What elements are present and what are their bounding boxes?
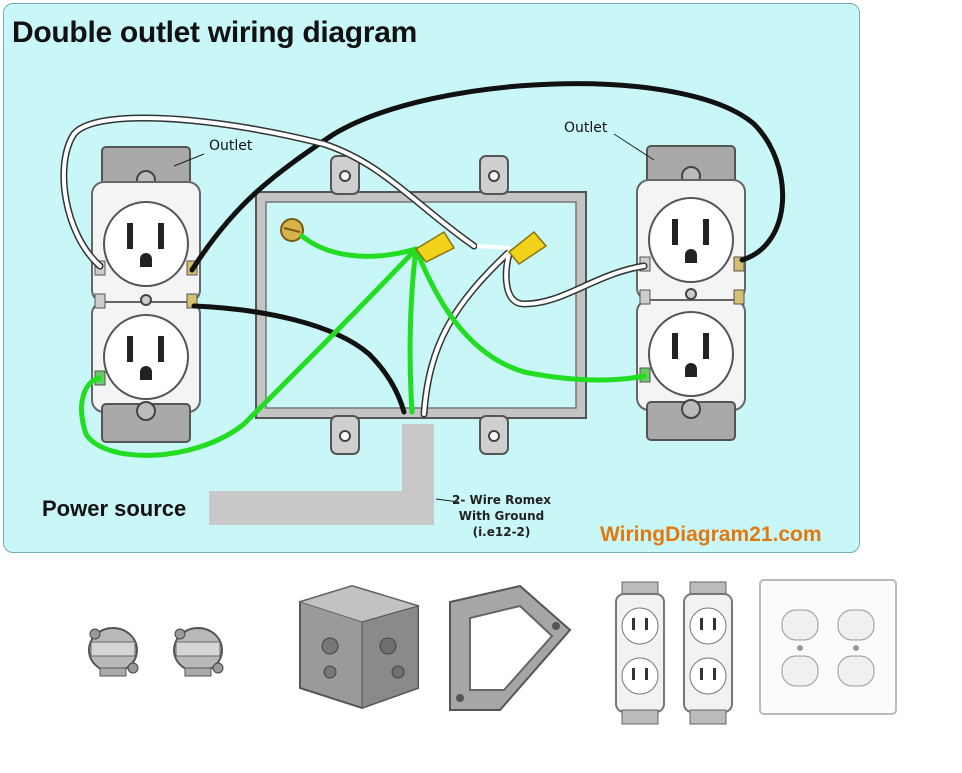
neutral-wires-fill	[61, 116, 646, 416]
parts-strip	[88, 579, 897, 725]
romex-label-line3: (i.e12-2)	[472, 525, 531, 539]
wire-nut-neutral	[507, 230, 548, 265]
romex-label-line2: With Ground	[458, 509, 545, 523]
outlet-left-label: Outlet	[209, 138, 253, 154]
duplex-receptacle-photo-2	[683, 581, 733, 725]
wiring-diagram	[60, 81, 785, 525]
duplex-receptacle-photo-1	[615, 581, 665, 725]
outlet-right-leader	[613, 133, 655, 161]
outlet-right-label: Outlet	[564, 120, 608, 136]
left-duplex-outlet	[91, 146, 201, 443]
outlet-left-leader	[173, 153, 205, 167]
romex-label: 2- Wire Romex With Ground (i.e12-2)	[452, 492, 551, 540]
mud-ring-cover-photo	[449, 584, 572, 711]
cable-clamp-connector-1	[88, 627, 139, 677]
right-duplex-outlet	[636, 145, 746, 441]
ground-wires	[79, 233, 647, 458]
romex-leader	[435, 498, 460, 503]
brand-watermark: WiringDiagram21.com	[600, 523, 822, 546]
wiring-diagram-panel: Double outlet wiring diagram Outlet Outl…	[3, 3, 860, 553]
power-source-label: Power source	[42, 496, 187, 521]
metal-junction-box-photo	[298, 584, 420, 710]
cable-clamp-connector-2	[173, 627, 224, 677]
duplex-wall-plate-photo	[759, 579, 897, 715]
diagram-title: Double outlet wiring diagram	[12, 16, 417, 49]
hot-wires	[189, 81, 785, 415]
power-source-cable	[209, 424, 434, 525]
romex-label-line1: 2- Wire Romex	[452, 493, 551, 507]
wire-nut-ground	[414, 230, 456, 263]
